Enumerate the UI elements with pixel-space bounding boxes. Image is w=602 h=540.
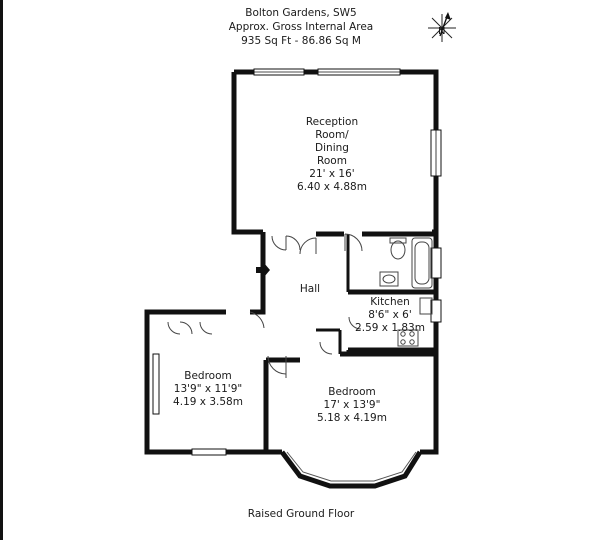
reception-walls: [231, 72, 263, 235]
address-title: Bolton Gardens, SW5: [245, 7, 357, 19]
floor-label: Raised Ground Floor: [247, 508, 355, 520]
door-swing: [167, 321, 193, 335]
bedroom2-label: Bedroom 17' x 13'9" 5.18 x 4.19m: [306, 386, 398, 425]
window: [152, 353, 160, 415]
bedroom2-metric: 5.18 x 4.19m: [317, 412, 387, 424]
north-label: N: [438, 26, 445, 37]
window: [191, 448, 227, 456]
kitchen-metric: 2.59 x 1.83m: [355, 322, 425, 334]
bedroom1-label: Bedroom 13'9" x 11'9" 4.19 x 3.58m: [160, 370, 256, 409]
hall-label: Hall: [299, 283, 321, 295]
area-value: 935 Sq Ft - 86.86 Sq M: [241, 35, 361, 47]
plan-header: Bolton Gardens, SW5 Approx. Gross Intern…: [0, 6, 602, 48]
bedroom1-imperial: 13'9" x 11'9": [173, 383, 243, 395]
bedroom1-metric: 4.19 x 3.58m: [173, 396, 243, 408]
sink-icon: [379, 271, 399, 287]
toilet-icon: [390, 240, 406, 260]
window: [430, 247, 442, 279]
kitchen-imperial: 8'6" x 6': [368, 309, 412, 321]
compass-icon: N: [424, 10, 460, 46]
sink-icon: [419, 297, 433, 315]
door-swing: [348, 316, 362, 330]
door-swing: [344, 233, 363, 252]
door-swing: [299, 237, 317, 255]
reception-label: Reception Room/ Dining Room 21' x 16' 6.…: [290, 116, 374, 194]
bath-icon: [411, 237, 433, 289]
door-swing: [267, 355, 287, 375]
bedroom2-walls: [340, 351, 439, 455]
area-label: Approx. Gross Internal Area: [228, 21, 374, 33]
door-swing: [249, 311, 265, 329]
door-swing: [319, 341, 333, 355]
hob-icon: [397, 329, 419, 347]
kitchen-label: Kitchen 8'6" x 6' 2.59 x 1.83m: [346, 296, 434, 335]
bay-window: [280, 450, 423, 489]
bedroom2-imperial: 17' x 13'9": [323, 399, 381, 411]
door-swing: [271, 235, 301, 251]
image-border: [0, 0, 3, 540]
reception-metric: 6.40 x 4.88m: [297, 181, 367, 193]
reception-imperial: 21' x 16': [309, 168, 355, 180]
entry-arrow-icon: [256, 263, 270, 277]
window: [430, 299, 442, 323]
door-swing: [199, 321, 213, 335]
